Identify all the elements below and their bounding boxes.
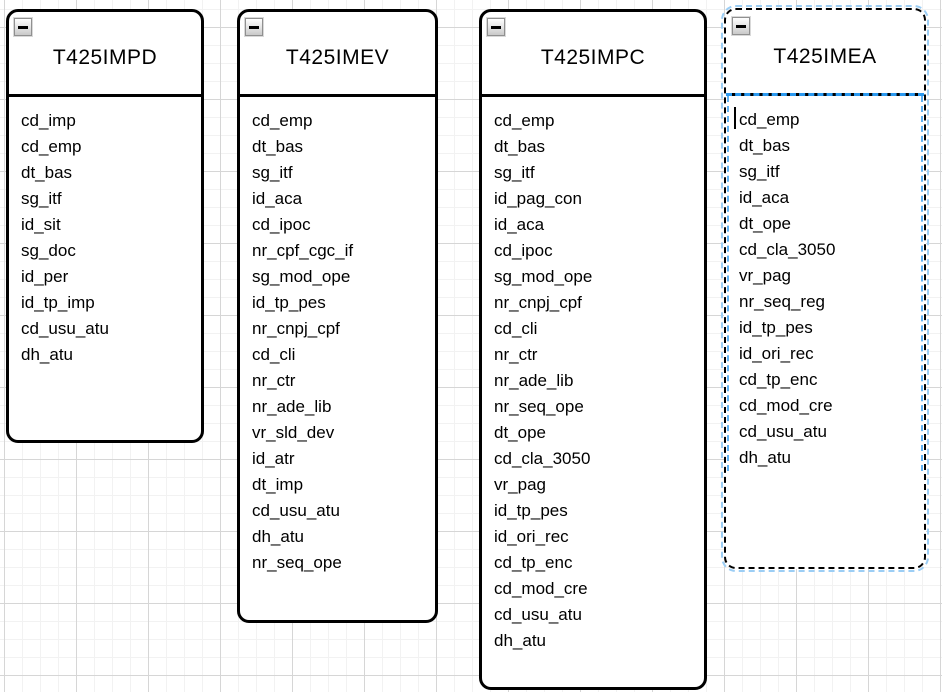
- field-row[interactable]: nr_ade_lib: [252, 397, 332, 416]
- field-row[interactable]: cd_cli: [252, 345, 296, 364]
- field-row[interactable]: nr_cnpj_cpf: [252, 319, 340, 338]
- field-row[interactable]: cd_usu_atu: [252, 501, 340, 520]
- field-row[interactable]: sg_itf: [494, 163, 535, 182]
- field-list: cd_imp cd_emp dt_bas sg_itf id_sit sg_doc id_p…: [9, 97, 201, 368]
- collapse-button[interactable]: [732, 17, 750, 35]
- field-row[interactable]: id_aca: [739, 188, 790, 207]
- field-row[interactable]: cd_cla_3050: [739, 240, 836, 259]
- field-row[interactable]: dh_atu: [21, 345, 73, 364]
- minus-icon: [491, 25, 501, 29]
- field-row[interactable]: cd_mod_cre: [494, 579, 588, 598]
- field-row[interactable]: nr_cnpj_cpf: [494, 293, 582, 312]
- field-row[interactable]: cd_tp_enc: [739, 370, 818, 389]
- field-list: cd_emp dt_bas sg_itf id_pag_con id_aca cd_ipo…: [482, 97, 704, 654]
- field-row[interactable]: nr_ade_lib: [494, 371, 574, 390]
- field-row[interactable]: cd_ipoc: [494, 241, 553, 260]
- field-row[interactable]: cd_emp: [252, 111, 313, 130]
- field-list: cd_emp dt_bas sg_itf id_aca dt_ope cd_cla_305…: [727, 96, 923, 471]
- field-row[interactable]: id_pag_con: [494, 189, 582, 208]
- entity-header[interactable]: T425IMEA: [726, 11, 924, 96]
- text-caret: [734, 107, 736, 129]
- field-row[interactable]: dh_atu: [739, 448, 791, 467]
- field-row[interactable]: id_tp_pes: [739, 318, 813, 337]
- field-row[interactable]: dt_bas: [739, 136, 791, 155]
- field-row[interactable]: dh_atu: [252, 527, 304, 546]
- field-row[interactable]: cd_emp: [21, 137, 82, 156]
- field-row[interactable]: id_sit: [21, 215, 61, 234]
- field-row[interactable]: nr_cpf_cgc_if: [252, 241, 354, 260]
- field-row[interactable]: vr_sld_dev: [252, 423, 335, 442]
- field-row[interactable]: id_aca: [494, 215, 545, 234]
- field-row[interactable]: dt_ope: [494, 423, 546, 442]
- field-list: cd_emp dt_bas sg_itf id_aca cd_ipoc nr_cpf_cg…: [240, 97, 435, 576]
- entity-title: T425IMPD: [52, 46, 158, 69]
- minus-icon: [18, 25, 28, 29]
- field-row[interactable]: id_per: [21, 267, 69, 286]
- field-row[interactable]: nr_ctr: [252, 371, 296, 390]
- entity-title: T425IMPC: [540, 46, 646, 69]
- field-row[interactable]: sg_itf: [21, 189, 62, 208]
- field-row[interactable]: sg_doc: [21, 241, 76, 260]
- field-row[interactable]: id_ori_rec: [494, 527, 569, 546]
- field-row[interactable]: cd_usu_atu: [739, 422, 827, 441]
- field-row[interactable]: cd_usu_atu: [21, 319, 109, 338]
- field-row[interactable]: dh_atu: [494, 631, 546, 650]
- field-row[interactable]: cd_mod_cre: [739, 396, 833, 415]
- field-row[interactable]: sg_itf: [252, 163, 293, 182]
- field-row[interactable]: cd_emp: [494, 111, 555, 130]
- field-row[interactable]: vr_pag: [739, 266, 791, 285]
- field-row[interactable]: cd_imp: [21, 111, 76, 130]
- entity-t425impc[interactable]: T425IMPC cd_emp dt_bas sg_itf id_pag_con id_…: [479, 9, 707, 690]
- field-row[interactable]: dt_bas: [21, 163, 73, 182]
- field-row[interactable]: dt_imp: [252, 475, 304, 494]
- field-row[interactable]: id_tp_imp: [21, 293, 95, 312]
- field-row[interactable]: sg_mod_ope: [494, 267, 593, 286]
- field-row[interactable]: sg_itf: [739, 162, 780, 181]
- field-row[interactable]: cd_usu_atu: [494, 605, 582, 624]
- field-row[interactable]: cd_cli: [494, 319, 538, 338]
- collapse-button[interactable]: [14, 18, 32, 36]
- field-row[interactable]: cd_ipoc: [252, 215, 311, 234]
- entity-title: T425IMEV: [285, 46, 390, 69]
- entity-t425imev[interactable]: T425IMEV cd_emp dt_bas sg_itf id_aca cd_ipoc…: [237, 9, 438, 623]
- collapse-button[interactable]: [487, 18, 505, 36]
- field-row[interactable]: id_aca: [252, 189, 303, 208]
- field-row[interactable]: dt_bas: [252, 137, 304, 156]
- field-row[interactable]: vr_pag: [494, 475, 546, 494]
- collapse-button[interactable]: [245, 18, 263, 36]
- field-row[interactable]: nr_seq_ope: [252, 553, 342, 572]
- field-row[interactable]: dt_bas: [494, 137, 546, 156]
- field-row[interactable]: nr_seq_reg: [739, 292, 826, 311]
- entity-header[interactable]: T425IMPC: [482, 12, 704, 97]
- field-row[interactable]: id_ori_rec: [739, 344, 814, 363]
- minus-icon: [249, 25, 259, 29]
- field-row[interactable]: nr_ctr: [494, 345, 538, 364]
- field-row[interactable]: cd_cla_3050: [494, 449, 591, 468]
- entity-title: T425IMEA: [773, 45, 877, 68]
- field-row[interactable]: cd_emp: [739, 110, 800, 129]
- field-row[interactable]: nr_seq_ope: [494, 397, 584, 416]
- field-row[interactable]: id_tp_pes: [494, 501, 568, 520]
- field-row[interactable]: cd_tp_enc: [494, 553, 573, 572]
- field-row[interactable]: id_tp_pes: [252, 293, 326, 312]
- minus-icon: [736, 24, 746, 28]
- field-row[interactable]: sg_mod_ope: [252, 267, 351, 286]
- entity-header[interactable]: T425IMPD: [9, 12, 201, 97]
- entity-header[interactable]: T425IMEV: [240, 12, 435, 97]
- field-row[interactable]: id_atr: [252, 449, 295, 468]
- field-row[interactable]: dt_ope: [739, 214, 791, 233]
